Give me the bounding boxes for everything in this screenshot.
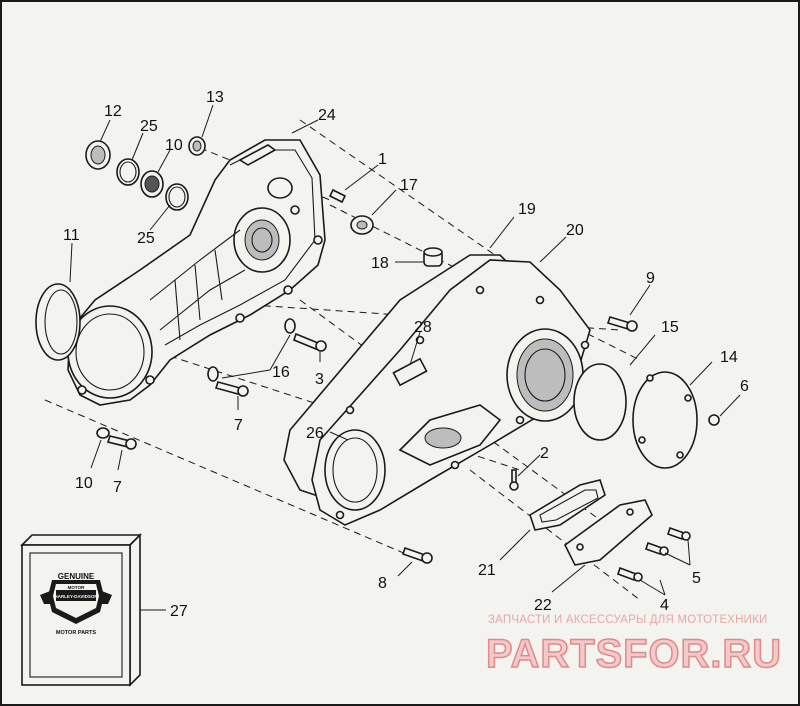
callout-5: 5 [692, 570, 701, 587]
callout-9: 9 [646, 270, 655, 287]
callout-6: 6 [740, 378, 749, 395]
logo-motor-text: MOTOR [68, 585, 85, 590]
watermark-site: PARTSFOR.RU [486, 632, 782, 676]
gasket-12 [35, 283, 81, 361]
callout-3: 3 [315, 371, 324, 388]
callout-15: 14 [720, 349, 738, 366]
callout-12: 11 [63, 227, 80, 244]
callout-2: 2 [540, 445, 549, 462]
callout-1: 1 [378, 151, 387, 168]
callout-21: 20 [566, 222, 584, 239]
derby-cover [573, 363, 698, 469]
callout-11: 10 [165, 137, 183, 154]
inspection-cover [529, 479, 691, 582]
callout-14: 13 [206, 89, 224, 106]
callout-8: 8 [378, 575, 387, 592]
logo-bottom-text: MOTOR PARTS [56, 630, 96, 636]
inner-primary-housing [67, 139, 326, 406]
callout-labels: 12 25 10 25 13 24 1 17 18 19 20 9 15 14 … [63, 89, 749, 620]
watermark-tagline: ЗАПЧАСТИ И АКСЕССУАРЫ ДЛЯ МОТОТЕХНИКИ [488, 614, 768, 626]
fasteners-left [96, 318, 327, 450]
callout-16: 15 [661, 319, 679, 336]
callout-10: 10 [75, 475, 93, 492]
callout-24: 24 [318, 107, 336, 124]
outer-primary-cover [311, 259, 591, 526]
leader-lines [69, 104, 741, 611]
callout-4: 4 [660, 597, 669, 614]
seal-bearing-stack [85, 136, 206, 211]
callout-25: 25 [140, 118, 158, 135]
callout-19: 18 [371, 255, 389, 272]
callout-18: 17 [400, 177, 418, 194]
dowels-bushings [328, 188, 443, 267]
callout-13: 12 [104, 103, 122, 120]
callout-25: 25 [137, 230, 155, 247]
partsfor-watermark: ЗАПЧАСТИ И АКСЕССУАРЫ ДЛЯ МОТОТЕХНИКИ PA… [485, 614, 782, 677]
callout-7: 7 [113, 479, 122, 496]
callout-27: 27 [170, 603, 188, 620]
callout-28: 28 [414, 319, 432, 336]
fasteners-right [401, 316, 720, 564]
callout-20: 19 [518, 201, 536, 218]
logo-brand-text: HARLEY-DAVIDSON [54, 594, 97, 599]
callout-7: 7 [234, 417, 243, 434]
genuine-parts-box: GENUINE MOTOR HARLEY-DAVIDSON MOTOR PART… [20, 533, 142, 687]
logo-genuine-text: GENUINE [58, 572, 95, 581]
callout-17: 16 [272, 364, 290, 381]
harley-davidson-logo-icon: GENUINE MOTOR HARLEY-DAVIDSON MOTOR PART… [40, 572, 112, 636]
callout-23: 22 [534, 597, 552, 614]
callout-26: 26 [306, 425, 324, 442]
callout-22: 21 [478, 562, 496, 579]
